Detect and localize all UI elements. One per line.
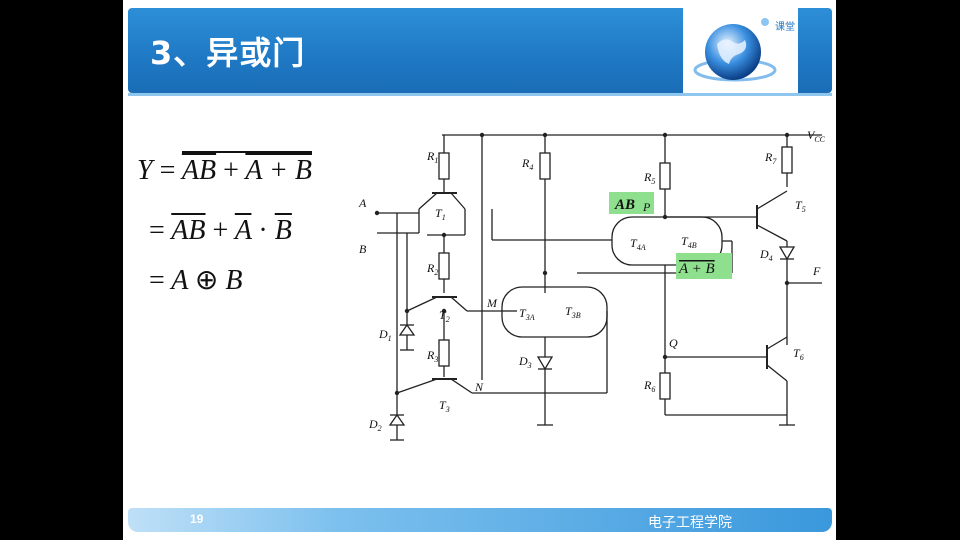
page-number: 19: [190, 512, 204, 526]
label-d1: D1: [378, 327, 392, 343]
label-q: Q: [669, 336, 678, 350]
formula-a-plus-b-bar: A + B: [245, 155, 312, 186]
label-r2: R2: [426, 261, 438, 277]
formula-y: Y: [137, 155, 153, 186]
slide: 3、异或门 课堂 Y = AB + A + B = AB + A ·: [123, 0, 836, 540]
label-r5: R5: [643, 170, 655, 186]
footer-school-name: 电子工程学院: [648, 515, 732, 531]
label-d2: D2: [368, 417, 382, 433]
label-vcc: VCC: [807, 128, 826, 144]
label-t4b: T4B: [681, 234, 697, 250]
ab-highlight: [609, 192, 654, 214]
logo-text: 课堂: [775, 22, 795, 33]
formula-equals-3: =: [149, 265, 165, 296]
label-r4: R4: [521, 156, 533, 172]
formula-equals-2: =: [149, 215, 165, 246]
formula-dot: ·: [258, 215, 268, 246]
label-t2: T2: [439, 308, 450, 324]
globe-logo-icon: [693, 18, 777, 82]
formula-outer-bar: AB + A + B: [181, 151, 312, 186]
formula-plus: +: [223, 155, 239, 186]
label-t3: T3: [439, 398, 450, 414]
formula-b: B: [225, 265, 243, 296]
formula-a-bar: A: [234, 215, 252, 246]
formula-line-2: = AB + A · B: [149, 215, 292, 247]
label-a-plus-b-box: A + B: [678, 261, 715, 277]
label-t4a: T4A: [630, 236, 646, 252]
label-d3: D3: [518, 354, 532, 370]
label-t3b: T3B: [565, 304, 581, 320]
label-t1: T1: [435, 206, 446, 222]
footer-bar: [128, 508, 832, 532]
xor-circuit-diagram: VCC A B R1 R2 R3 R4 R5 R6 R7 T1 T2 T3 T3…: [358, 128, 826, 441]
label-t3a: T3A: [519, 306, 535, 322]
label-r7: R7: [764, 150, 777, 166]
label-p: P: [642, 200, 651, 214]
a-plus-b-highlight: [676, 253, 732, 279]
label-n: N: [474, 380, 484, 394]
formula-line-1: Y = AB + A + B: [137, 151, 312, 187]
label-d4: D4: [759, 247, 773, 263]
formula-ab-bar-2: AB: [171, 215, 206, 246]
header-divider: [128, 93, 832, 96]
label-m: M: [486, 296, 498, 310]
logo: [683, 8, 798, 93]
label-r6: R6: [643, 378, 655, 394]
label-r1: R1: [426, 149, 438, 165]
label-f: F: [812, 264, 821, 278]
formula-equals: =: [159, 155, 176, 186]
slide-title: 3、异或门: [150, 34, 306, 72]
label-b: B: [359, 242, 367, 256]
formula-xor: ⊕: [194, 265, 219, 296]
label-a: A: [358, 196, 367, 210]
label-t5: T5: [795, 198, 806, 214]
formula-line-3: = A ⊕ B: [149, 263, 242, 297]
label-t6: T6: [793, 346, 804, 362]
label-r3: R3: [426, 348, 438, 364]
label-ab-box: AB: [614, 197, 635, 213]
formula-a: A: [171, 265, 188, 296]
formula-ab-bar: AB: [181, 155, 217, 186]
formula-b-bar: B: [274, 215, 292, 246]
formula-plus-2: +: [212, 215, 229, 246]
